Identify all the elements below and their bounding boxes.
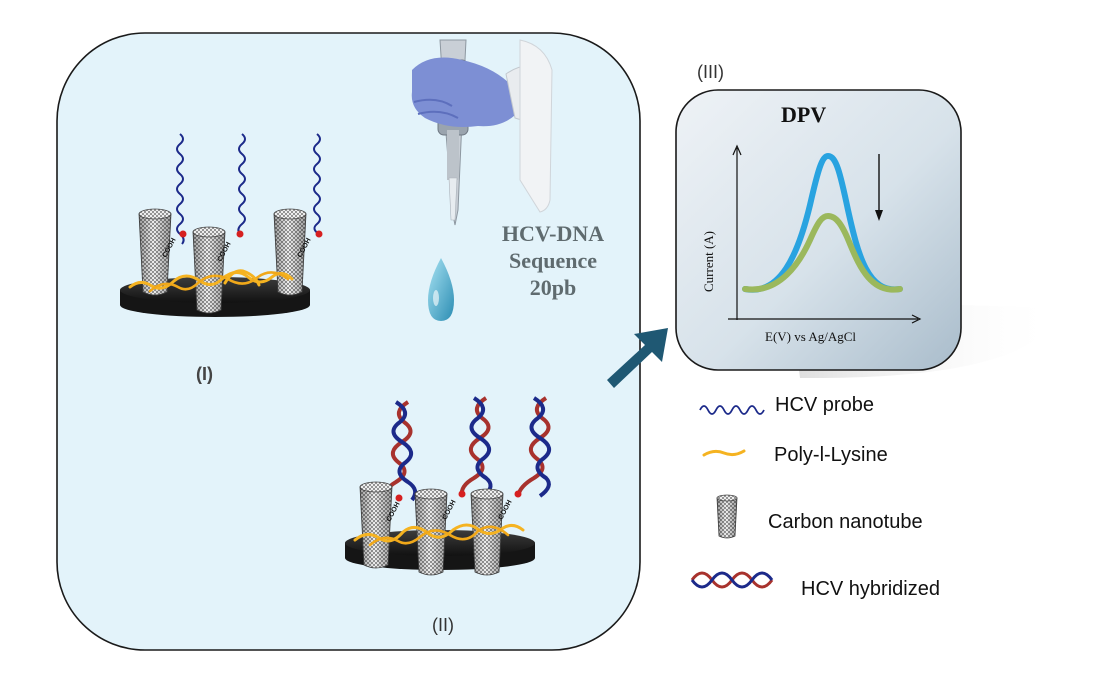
sequence-line-1: HCV-DNA: [501, 221, 605, 246]
carbon-nanotube: [192, 226, 226, 314]
legend-hcv-hybridized: HCV hybridized: [801, 578, 940, 600]
linker-dot: [514, 490, 522, 498]
poly-l-lysine-chain: [128, 271, 294, 290]
hcv-hybridized-icon: [690, 571, 774, 589]
probe-strand: [237, 133, 246, 235]
carbon-nanotube: [359, 481, 393, 569]
dpv-curve-after: [742, 212, 903, 293]
dpv-curve-before: [742, 152, 903, 293]
panel-one-label: (I): [196, 364, 213, 384]
dpv-panel: [675, 89, 962, 371]
poly-l-lysine-icon: [702, 449, 746, 457]
poly-l-lysine-chain: [148, 271, 290, 293]
droplet-icon: [428, 258, 454, 321]
legend-poly-l-lysine: Poly-l-Lysine: [774, 444, 888, 466]
linker-dot: [315, 230, 323, 238]
probe-strand: [176, 133, 185, 245]
electrode-one: COOH COOH COOH: [120, 133, 323, 317]
linker-dot: [236, 230, 244, 238]
flow-arrow: [607, 328, 668, 388]
pipette-illustration: [411, 39, 553, 226]
hcv-probe-icon: [699, 405, 765, 415]
hybridized-helix: [516, 396, 552, 498]
panel-three-label: (III): [697, 62, 724, 82]
linker-dot: [395, 494, 403, 502]
sequence-line-2: Sequence: [509, 248, 597, 273]
hybridized-helix: [384, 400, 418, 502]
carbon-nanotube-icon: [716, 494, 738, 539]
linker-dot: [179, 230, 187, 238]
probe-strand: [313, 133, 321, 235]
electrode-two: COOH COOH COOH: [345, 396, 552, 576]
y-axis-label: Current (A): [701, 230, 716, 292]
hybridized-helix: [459, 396, 493, 498]
legend-carbon-nanotube: Carbon nanotube: [768, 511, 923, 533]
x-axis-label: E(V) vs Ag/AgCl: [765, 329, 856, 344]
sequence-label: HCV-DNA Sequence 20pb: [483, 220, 623, 301]
poly-l-lysine-chain: [368, 525, 510, 547]
sequence-line-3: 20pb: [529, 275, 577, 300]
legend-hcv-probe: HCV probe: [775, 394, 874, 416]
glove: [411, 57, 520, 127]
pipette-tip: [448, 177, 458, 221]
linker-dot: [458, 490, 466, 498]
dpv-title: DPV: [781, 102, 827, 127]
panel-two-label: (II): [432, 615, 454, 635]
